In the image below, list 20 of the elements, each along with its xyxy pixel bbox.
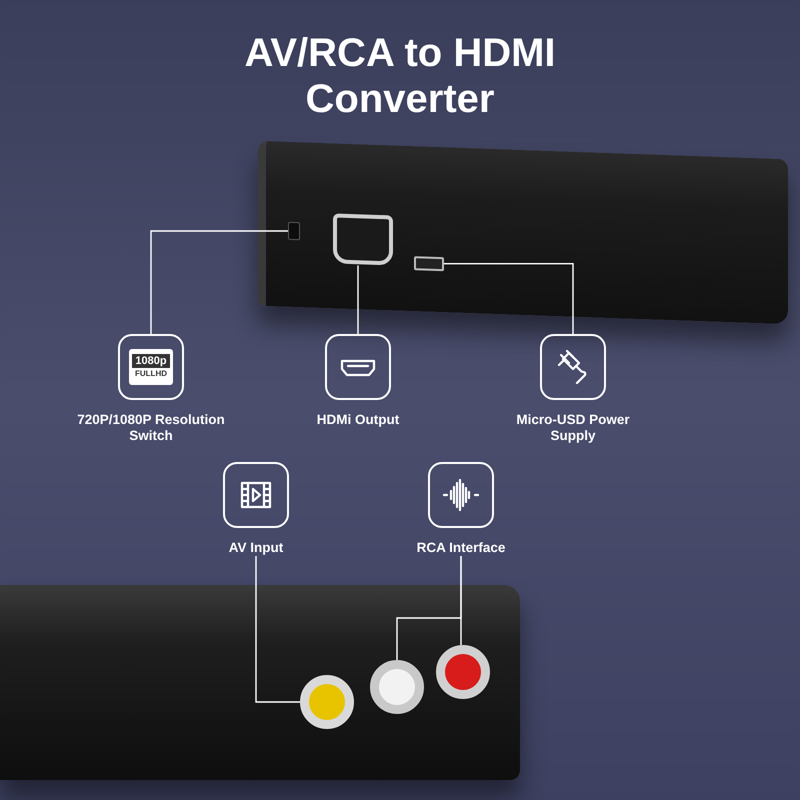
leader-line bbox=[255, 556, 300, 703]
leader-line bbox=[460, 556, 462, 645]
leader-line bbox=[444, 263, 574, 334]
callout-label: HDMi Output bbox=[316, 412, 400, 428]
converter-drawing bbox=[0, 585, 520, 780]
callout-label: Micro-USD Power Supply bbox=[515, 412, 631, 444]
badge-text: FULLHD bbox=[135, 368, 167, 380]
usb-port bbox=[414, 256, 444, 272]
callout-label: 720P/1080P Resolution Switch bbox=[76, 412, 226, 444]
rca-jack bbox=[370, 660, 424, 714]
callout-label: AV Input bbox=[228, 540, 284, 556]
callout-label: RCA Interface bbox=[416, 540, 506, 556]
hdmi-port bbox=[333, 213, 393, 266]
leader-line bbox=[357, 265, 359, 334]
rca-jack bbox=[300, 675, 354, 729]
toggle-switch bbox=[288, 222, 300, 240]
leader-line bbox=[150, 230, 288, 334]
title: AV/RCA to HDMI Converter bbox=[243, 30, 557, 122]
badge-text: 1080p bbox=[132, 354, 170, 368]
rca-jack bbox=[436, 645, 490, 699]
